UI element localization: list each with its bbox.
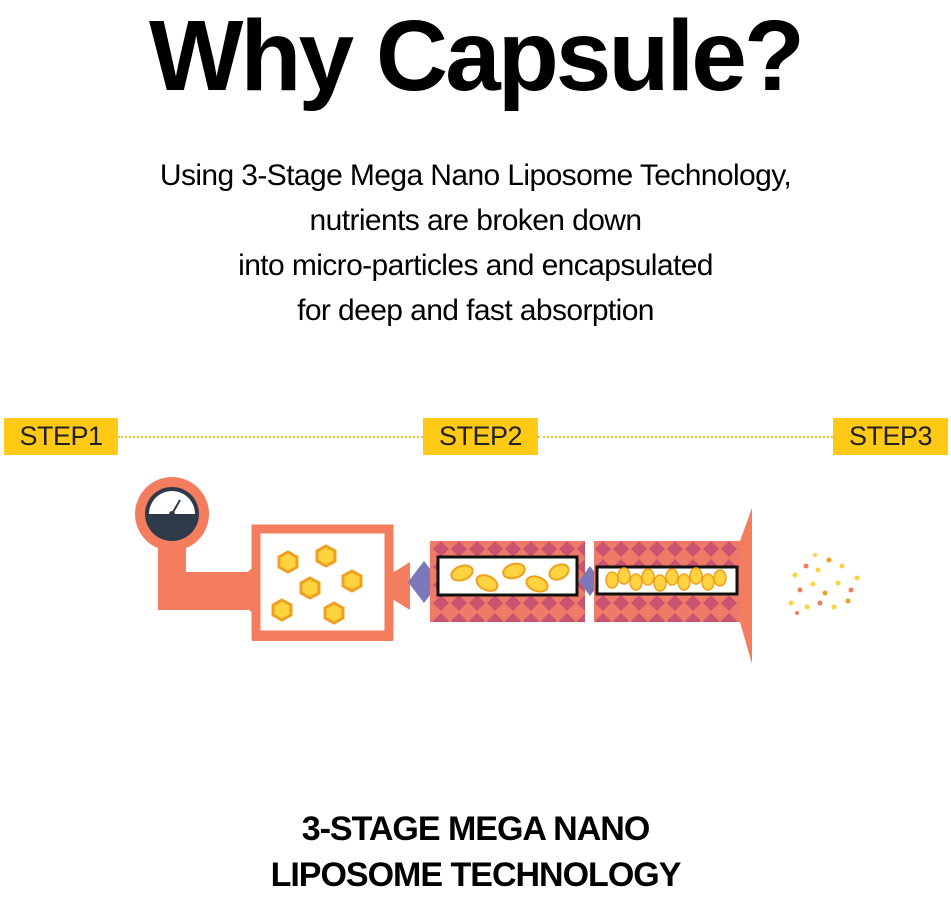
step-badge-3: STEP3 [833, 418, 948, 455]
liposome-particle-icon [450, 562, 570, 593]
stage2-chamber [430, 541, 585, 622]
dispersed-particles [788, 553, 860, 615]
page-title: Why Capsule? [149, 0, 805, 112]
step-badge-1: STEP1 [4, 418, 118, 455]
technology-heading-line: 3-STAGE MEGA NANO [301, 810, 651, 848]
liposome-process-diagram [135, 477, 860, 664]
technology-heading: 3-STAGE MEGA NANO LIPOSOME TECHNOLOGY [0, 806, 951, 898]
stage3-chamber [594, 508, 752, 664]
step-connector [118, 436, 423, 438]
technology-heading-line: LIPOSOME TECHNOLOGY [270, 856, 682, 894]
hexagon-particle-icon [271, 544, 363, 625]
step-connector [538, 436, 833, 438]
pressure-gauge-icon [135, 477, 256, 615]
subtitle: Using 3-Stage Mega Nano Liposome Technol… [0, 153, 951, 333]
subtitle-line: into micro-particles and encapsulated [238, 249, 713, 282]
subtitle-line: for deep and fast absorption [297, 294, 654, 327]
nano-particle-icon [605, 567, 727, 592]
subtitle-line: Using 3-Stage Mega Nano Liposome Technol… [159, 159, 792, 192]
subtitle-line: nutrients are broken down [309, 204, 642, 237]
stage1-chamber [251, 524, 394, 641]
step-badge-2: STEP2 [423, 418, 538, 455]
